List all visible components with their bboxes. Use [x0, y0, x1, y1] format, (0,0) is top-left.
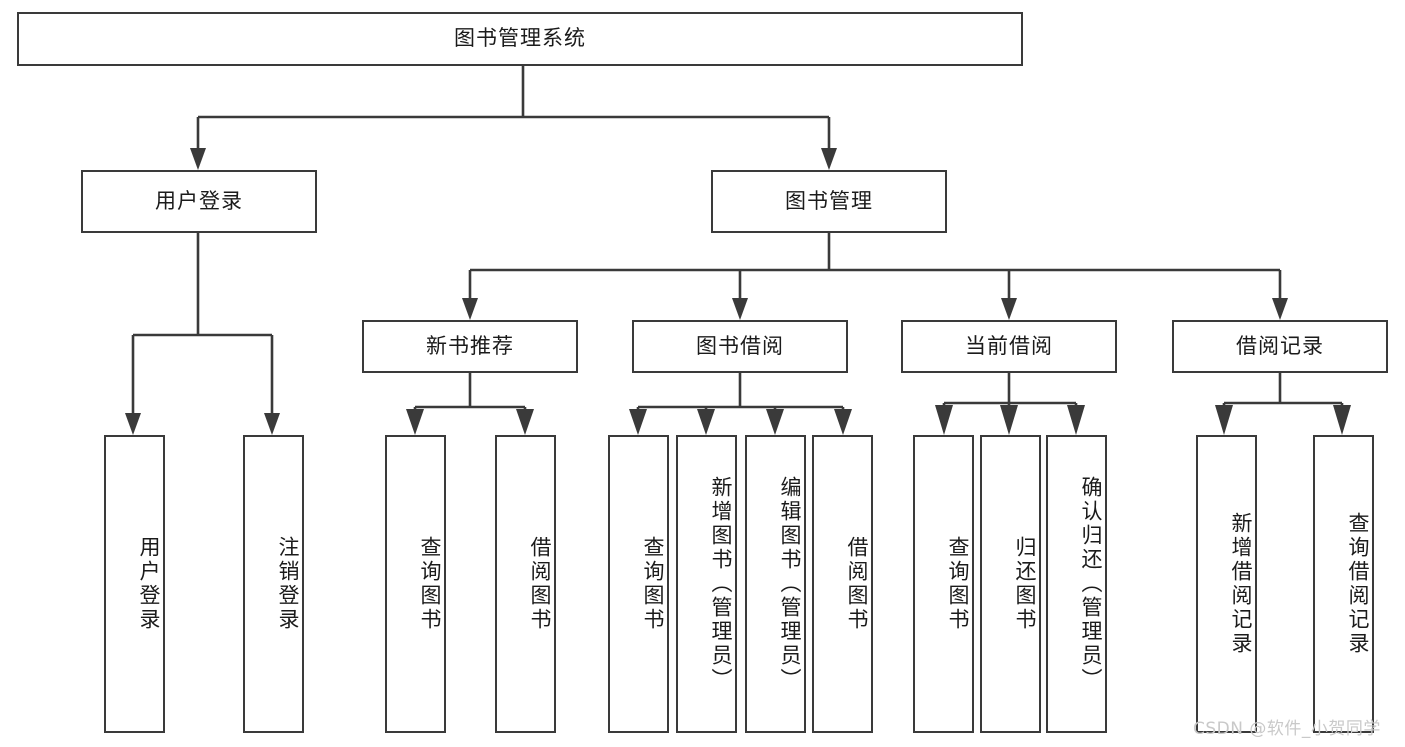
node-label: 借阅图书: [528, 536, 552, 632]
leaf-user-login-logout[interactable]: 注销登录: [243, 435, 304, 733]
leaf-new-book-query-book[interactable]: 查询图书: [385, 435, 446, 733]
leaf-book-borrow-borrow-book[interactable]: 借阅图书: [812, 435, 873, 733]
node-user-login[interactable]: 用户登录: [81, 170, 317, 233]
node-label: 借阅图书: [845, 536, 869, 632]
node-label: 确认归还（管理员）: [1079, 476, 1103, 692]
node-label: 用户登录: [155, 188, 243, 213]
node-label: 当前借阅: [965, 333, 1053, 358]
node-label: 图书管理: [785, 188, 873, 213]
node-book-borrow[interactable]: 图书借阅: [632, 320, 848, 373]
node-root-book-management-system[interactable]: 图书管理系统: [17, 12, 1023, 66]
node-label: 新书推荐: [426, 333, 514, 358]
node-label: 查询图书: [418, 536, 442, 632]
node-new-book-recommend[interactable]: 新书推荐: [362, 320, 578, 373]
node-label: 新增图书（管理员）: [709, 476, 733, 692]
node-label: 编辑图书（管理员）: [778, 476, 802, 692]
node-label: 图书管理系统: [454, 26, 586, 51]
node-label: 注销登录: [276, 536, 300, 632]
leaf-borrow-record-add-record[interactable]: 新增借阅记录: [1196, 435, 1257, 733]
node-label: 查询借阅记录: [1346, 512, 1370, 656]
node-label: 图书借阅: [696, 333, 784, 358]
csdn-watermark: CSDN @软件_小贺同学: [1193, 719, 1381, 739]
leaf-book-borrow-query-book[interactable]: 查询图书: [608, 435, 669, 733]
node-label: 借阅记录: [1236, 333, 1324, 358]
leaf-user-login-login[interactable]: 用户登录: [104, 435, 165, 733]
leaf-book-borrow-add-book-admin[interactable]: 新增图书（管理员）: [676, 435, 737, 733]
node-book-management[interactable]: 图书管理: [711, 170, 947, 233]
leaf-current-borrow-return-book[interactable]: 归还图书: [980, 435, 1041, 733]
node-current-borrow[interactable]: 当前借阅: [901, 320, 1117, 373]
node-borrow-record[interactable]: 借阅记录: [1172, 320, 1388, 373]
node-label: 查询图书: [641, 536, 665, 632]
node-label: 用户登录: [137, 536, 161, 632]
leaf-current-borrow-query-book[interactable]: 查询图书: [913, 435, 974, 733]
node-label: 查询图书: [946, 536, 970, 632]
node-label: 归还图书: [1013, 536, 1037, 632]
node-label: 新增借阅记录: [1229, 512, 1253, 656]
leaf-borrow-record-query-record[interactable]: 查询借阅记录: [1313, 435, 1374, 733]
leaf-current-borrow-confirm-return-admin[interactable]: 确认归还（管理员）: [1046, 435, 1107, 733]
leaf-new-book-borrow-book[interactable]: 借阅图书: [495, 435, 556, 733]
leaf-book-borrow-edit-book-admin[interactable]: 编辑图书（管理员）: [745, 435, 806, 733]
